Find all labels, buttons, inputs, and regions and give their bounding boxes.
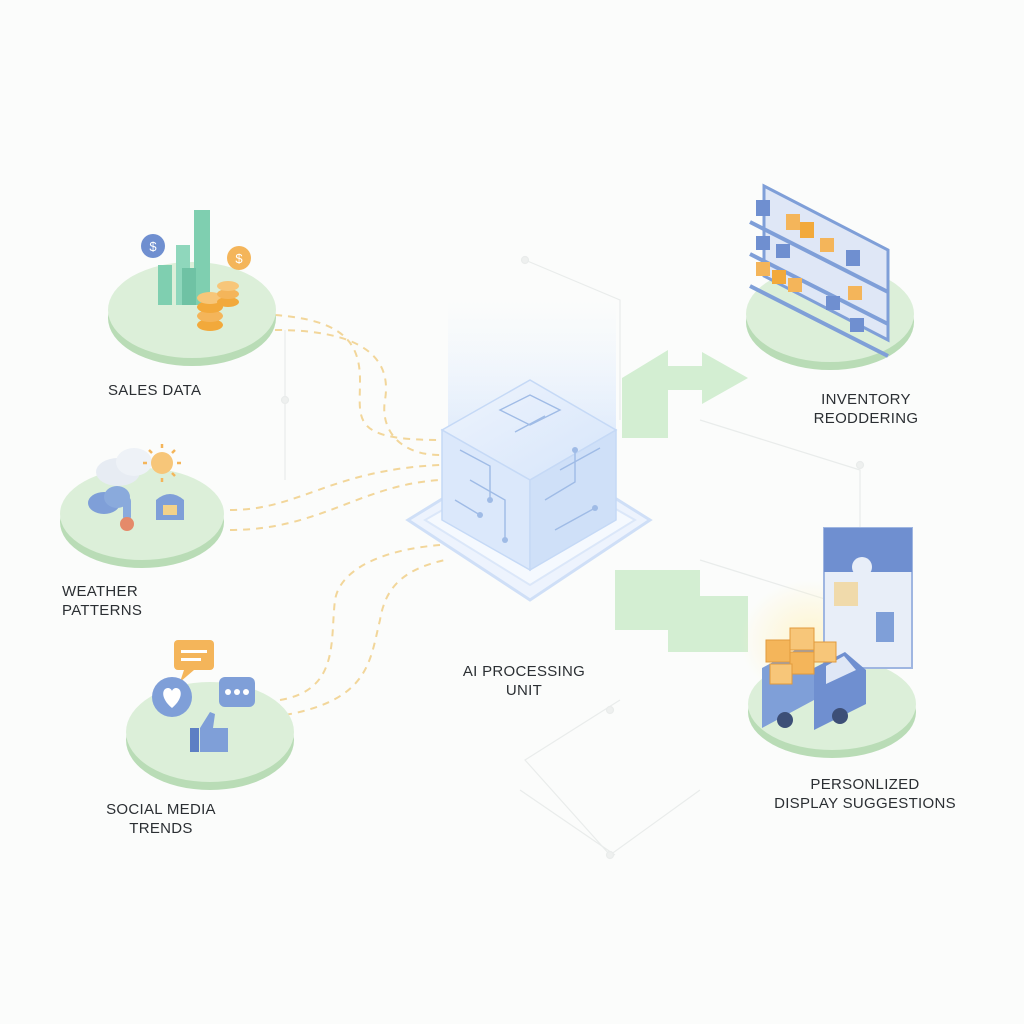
chain-connector-social bbox=[279, 544, 446, 716]
ai-processing-cube bbox=[405, 300, 653, 602]
chat-bubble-icon bbox=[174, 640, 214, 682]
label-social-line1: SOCIAL MEDIA bbox=[106, 801, 216, 818]
weather-patterns-node bbox=[60, 444, 224, 568]
delivery-truck-icon bbox=[762, 627, 866, 730]
label-display-line1: PERSONLIZED bbox=[810, 776, 920, 793]
message-dots-icon bbox=[219, 677, 255, 707]
arrow-to-display bbox=[615, 570, 748, 652]
sun-icon bbox=[143, 444, 181, 482]
label-inventory-reordering: INVENTORY REODDERING bbox=[806, 390, 926, 428]
label-personalized-display: PERSONLIZED DISPLAY SUGGESTIONS bbox=[772, 775, 958, 813]
label-weather-line1: WEATHER bbox=[62, 583, 138, 600]
chain-connector-sales bbox=[274, 314, 441, 456]
dollar-coin-icon: $ $ bbox=[141, 234, 251, 270]
background-grid bbox=[280, 255, 865, 860]
label-sales-data: SALES DATA bbox=[108, 381, 201, 400]
label-display-line2: DISPLAY SUGGESTIONS bbox=[774, 795, 956, 812]
label-inventory-line2: REODDERING bbox=[813, 410, 919, 427]
label-inventory-line1: INVENTORY bbox=[821, 391, 911, 408]
social-media-trends-node bbox=[126, 640, 294, 790]
warehouse-shelf-icon bbox=[749, 183, 890, 358]
inventory-reordering-node bbox=[746, 183, 914, 370]
label-social-media-trends: SOCIAL MEDIA TRENDS bbox=[100, 800, 222, 838]
storefront-icon bbox=[823, 527, 913, 669]
bar-chart-icon bbox=[158, 210, 210, 305]
arrow-to-inventory bbox=[622, 350, 748, 438]
label-ai-processing-unit: AI PROCESSING UNIT bbox=[454, 662, 594, 700]
thermometer-icon bbox=[120, 497, 134, 531]
weather-station-icon bbox=[156, 494, 184, 520]
personalized-display-node bbox=[740, 527, 916, 758]
label-ai-line2: UNIT bbox=[505, 682, 543, 699]
label-social-line2: TRENDS bbox=[129, 820, 193, 837]
label-weather-line2: PATTERNS bbox=[62, 602, 143, 619]
svg-text:$: $ bbox=[235, 251, 243, 266]
heart-bubble-icon bbox=[152, 677, 192, 717]
chain-connector-weather bbox=[229, 464, 441, 531]
label-ai-line1: AI PROCESSING bbox=[462, 663, 586, 680]
svg-text:$: $ bbox=[149, 239, 157, 254]
coin-stack-icon bbox=[197, 281, 239, 331]
label-sales-line1: SALES DATA bbox=[108, 382, 202, 399]
sales-data-node: $ $ bbox=[108, 210, 276, 366]
thumbs-up-icon bbox=[190, 712, 228, 752]
label-weather-patterns: WEATHER PATTERNS bbox=[62, 582, 142, 620]
